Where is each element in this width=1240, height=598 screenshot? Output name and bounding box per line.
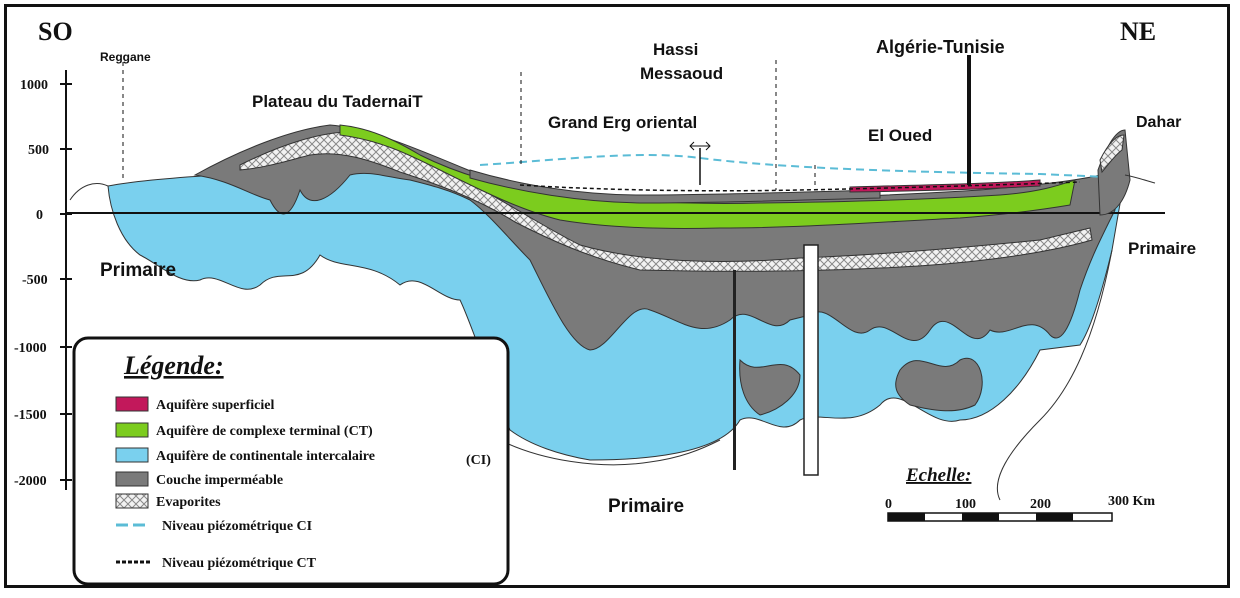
label-messaoud: Messaoud bbox=[640, 64, 723, 83]
basement-outline bbox=[1124, 174, 1156, 184]
borehole-column bbox=[803, 244, 819, 476]
ct-piezometric-line bbox=[519, 181, 1081, 192]
fault-line bbox=[733, 270, 736, 470]
y-tick-label: -1500 bbox=[14, 408, 47, 423]
label-reggane: Reggane bbox=[100, 50, 151, 64]
y-tick-label: 1000 bbox=[20, 78, 48, 93]
legend: Légende: Aquifère superficiel Aquifère d… bbox=[72, 336, 510, 586]
dahar-evaporite bbox=[1099, 134, 1125, 174]
scale-segment bbox=[1036, 513, 1073, 521]
impermeable-band bbox=[469, 169, 881, 204]
y-tick-label: -1000 bbox=[14, 341, 47, 356]
superficial-aquifer-layer bbox=[849, 179, 1041, 193]
legend-label: Aquifère superficiel bbox=[156, 398, 274, 413]
geology-layers bbox=[107, 124, 1126, 461]
y-tick-label: -500 bbox=[22, 273, 48, 288]
figure-frame bbox=[4, 4, 1230, 588]
basement-outline bbox=[69, 183, 109, 201]
label-grand-erg: Grand Erg oriental bbox=[548, 113, 697, 132]
legend-label: Aquifère de continentale intercalaire bbox=[156, 449, 375, 464]
legend-swatch-evaporites bbox=[115, 493, 149, 509]
basement-outline bbox=[499, 439, 721, 466]
legend-swatch-ci bbox=[115, 447, 149, 463]
legend-label: Evaporites bbox=[156, 495, 221, 510]
y-tick-label: -2000 bbox=[14, 474, 47, 489]
impermeable-pocket bbox=[739, 358, 801, 416]
scale-segment bbox=[962, 513, 999, 521]
legend-label: Aquifère de complexe terminal (CT) bbox=[156, 424, 373, 439]
legend-label-suffix: (CI) bbox=[466, 453, 491, 468]
label-el-oued: El Oued bbox=[868, 126, 932, 145]
y-tick-label: 0 bbox=[36, 208, 43, 223]
impermeable-pocket bbox=[895, 357, 983, 412]
legend-swatch-superficial bbox=[115, 396, 149, 412]
scale-tick: 200 bbox=[1030, 497, 1051, 512]
legend-label: Niveau piézométrique CT bbox=[162, 556, 317, 571]
label-dahar: Dahar bbox=[1136, 114, 1181, 131]
double-arrow-icon bbox=[689, 141, 711, 151]
legend-label: Couche imperméable bbox=[156, 473, 283, 488]
label-hassi: Hassi bbox=[653, 40, 698, 59]
scale-tick: 300 Km bbox=[1108, 494, 1155, 509]
ci-piezometric-line bbox=[479, 154, 1131, 179]
legend-box bbox=[72, 336, 510, 586]
label-primaire-bottom: Primaire bbox=[608, 496, 684, 517]
label-tademait: Plateau du TadernaiT bbox=[252, 92, 423, 111]
scale-tick: 100 bbox=[955, 497, 976, 512]
label-primaire-right: Primaire bbox=[1128, 239, 1196, 258]
scale-tick: 0 bbox=[885, 497, 892, 512]
legend-swatch-ct bbox=[115, 422, 149, 438]
scale-title: Echelle: bbox=[905, 465, 971, 486]
label-algerie-tunisie: Algérie-Tunisie bbox=[876, 37, 1005, 57]
direction-ne: NE bbox=[1120, 17, 1156, 46]
label-primaire-left: Primaire bbox=[100, 260, 176, 281]
y-tick-label: 500 bbox=[28, 143, 49, 158]
legend-label: Niveau piézométrique CI bbox=[162, 519, 312, 534]
legend-swatch-impermeable bbox=[115, 471, 149, 487]
scale-bar: Echelle: 0 100 200 300 Km bbox=[885, 465, 1155, 522]
scale-segment bbox=[888, 513, 925, 521]
legend-title: Légende: bbox=[123, 351, 224, 380]
direction-so: SO bbox=[38, 17, 73, 46]
basement-outline bbox=[996, 249, 1113, 501]
